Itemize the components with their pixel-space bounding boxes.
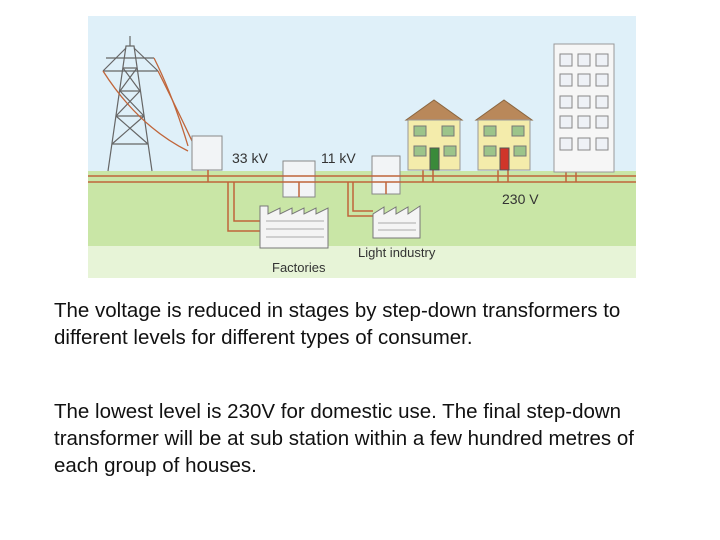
house-left — [404, 99, 464, 171]
light-industry-building — [372, 205, 421, 239]
factories-building — [259, 205, 329, 249]
label-230v: 230 V — [502, 191, 539, 207]
caption-paragraph-domestic: The lowest level is 230V for domestic us… — [54, 400, 634, 477]
label-factories: Factories — [272, 260, 326, 275]
office-building — [553, 43, 615, 173]
overhead-wires — [102, 57, 193, 152]
power-distribution-diagram: 33 kV 11 kV 230 V Factories Light indust… — [88, 16, 636, 278]
caption-paragraph-stepdown: The voltage is reduced in stages by step… — [54, 299, 621, 349]
label-11kv: 11 kV — [321, 150, 356, 166]
sky-background — [88, 16, 636, 176]
label-33kv: 33 kV — [232, 150, 268, 166]
distribution-cables — [88, 161, 636, 232]
house-right — [474, 99, 534, 171]
label-light-industry: Light industry — [358, 245, 436, 260]
transformer-33kv — [191, 135, 223, 171]
